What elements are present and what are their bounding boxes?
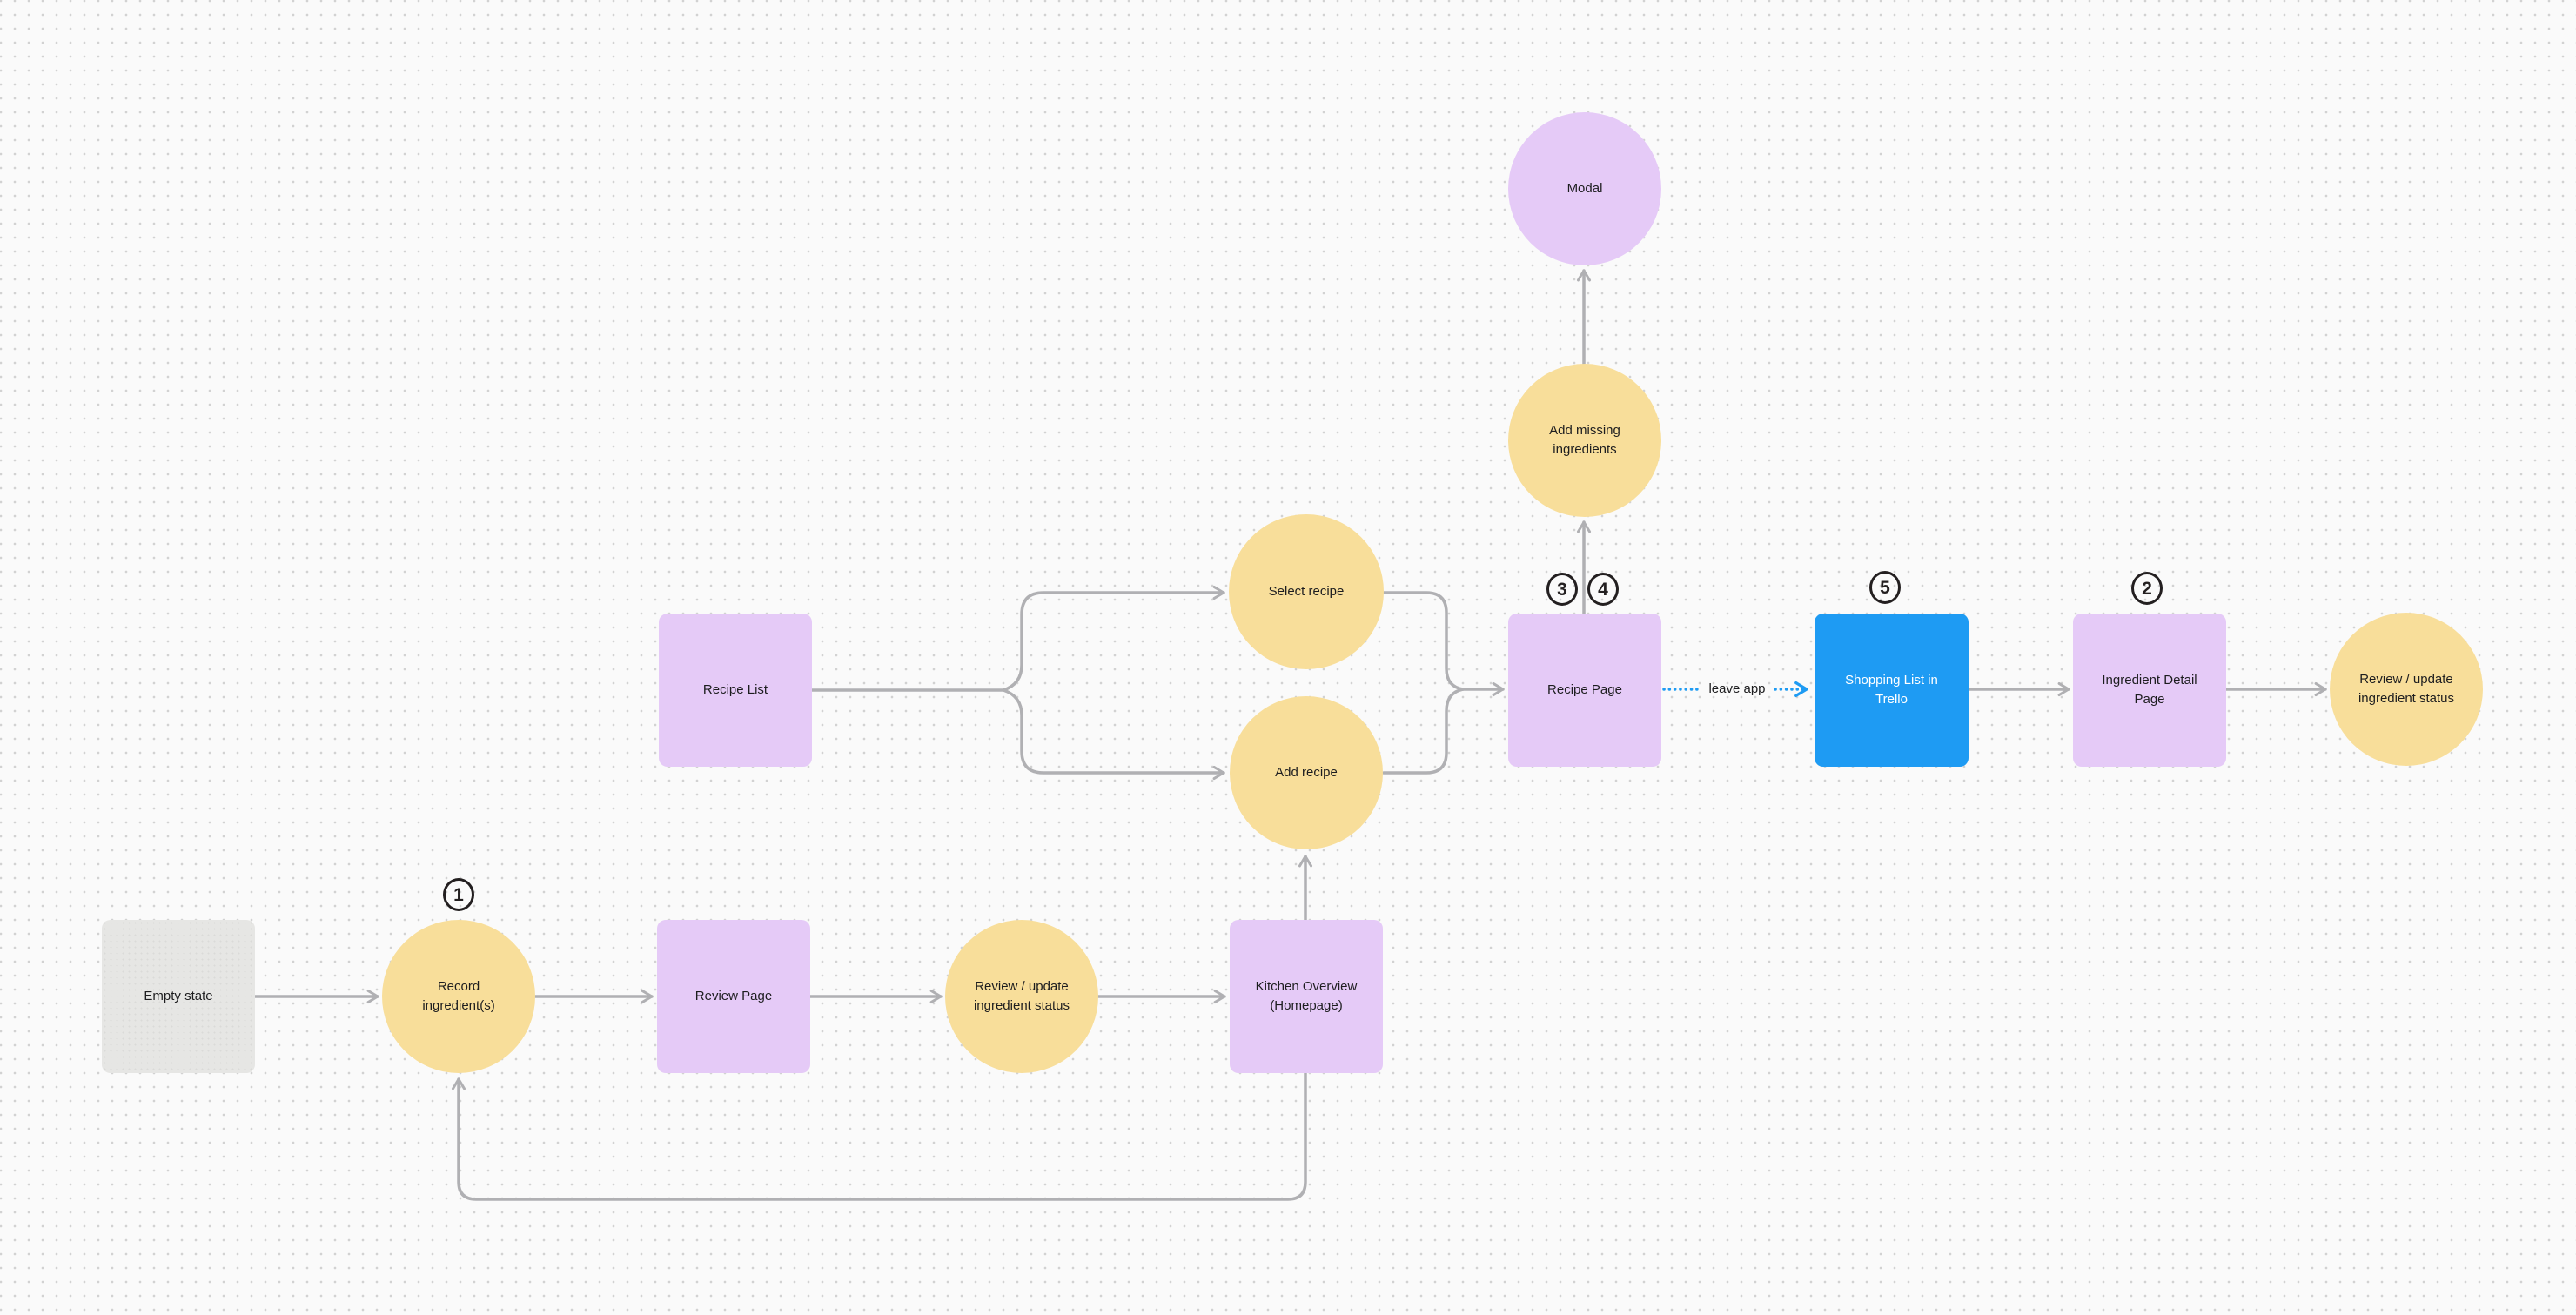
node-shopping-list-trello[interactable]: Shopping List in Trello (1815, 614, 1969, 767)
node-review-update-ingredient-status-mid[interactable]: Review / update ingredient status (945, 920, 1098, 1073)
annotation-number: 5 (1880, 577, 1890, 598)
annotation-badge-3[interactable]: 3 (1546, 573, 1578, 606)
node-label: Recipe List (702, 682, 768, 697)
edge-label-leave-app: leave app (1708, 681, 1766, 696)
annotation-number: 1 (453, 884, 464, 905)
node-label: Add missing ingredients (1549, 423, 1620, 457)
node-label: Empty state (144, 989, 213, 1003)
annotation-number: 3 (1557, 579, 1567, 600)
connector-add-recipe-merge[interactable] (1382, 688, 1465, 775)
annotation-number: 2 (2142, 578, 2152, 599)
node-add-missing-ingredients[interactable]: Add missing ingredients (1508, 364, 1661, 517)
annotation-badge-2[interactable]: 2 (2131, 572, 2163, 605)
node-add-recipe[interactable]: Add recipe (1230, 696, 1383, 849)
node-modal[interactable]: Modal (1508, 112, 1661, 265)
node-select-recipe[interactable]: Select recipe (1229, 514, 1384, 669)
node-recipe-list[interactable]: Recipe List (659, 614, 812, 767)
node-review-page[interactable]: Review Page (657, 920, 810, 1073)
connector-select-recipe-merge[interactable] (1382, 591, 1465, 691)
annotation-number: 4 (1598, 579, 1608, 600)
node-label: Modal (1566, 181, 1603, 196)
node-recipe-page[interactable]: Recipe Page (1508, 614, 1661, 767)
connector-fork-to-select-recipe[interactable] (1002, 585, 1225, 692)
node-label: Recipe Page (1547, 682, 1622, 697)
node-label: Shopping List in Trello (1845, 673, 1938, 707)
node-label: Record ingredient(s) (422, 979, 495, 1013)
node-label: Kitchen Overview (Homepage) (1255, 979, 1358, 1013)
connector-fork-to-add-recipe[interactable] (1002, 688, 1225, 781)
annotation-badge-1[interactable]: 1 (443, 878, 474, 911)
connector-kitchen-loop-to-record[interactable] (451, 1071, 1307, 1201)
node-label: Review Page (694, 989, 773, 1003)
node-label: Review / update ingredient status (973, 979, 1070, 1013)
node-label: Select recipe (1268, 584, 1345, 599)
annotation-badge-4[interactable]: 4 (1587, 573, 1619, 606)
node-label: Ingredient Detail Page (2102, 673, 2197, 707)
node-review-update-ingredient-status-right[interactable]: Review / update ingredient status (2330, 613, 2483, 766)
node-label: Add recipe (1275, 765, 1338, 780)
node-kitchen-overview[interactable]: Kitchen Overview (Homepage) (1230, 920, 1383, 1073)
annotation-badge-5[interactable]: 5 (1869, 571, 1901, 604)
node-label: Review / update ingredient status (2358, 672, 2455, 706)
node-ingredient-detail-page[interactable]: Ingredient Detail Page (2073, 614, 2226, 767)
node-record-ingredients[interactable]: Record ingredient(s) (382, 920, 535, 1073)
node-empty-state[interactable]: Empty state (102, 920, 255, 1073)
